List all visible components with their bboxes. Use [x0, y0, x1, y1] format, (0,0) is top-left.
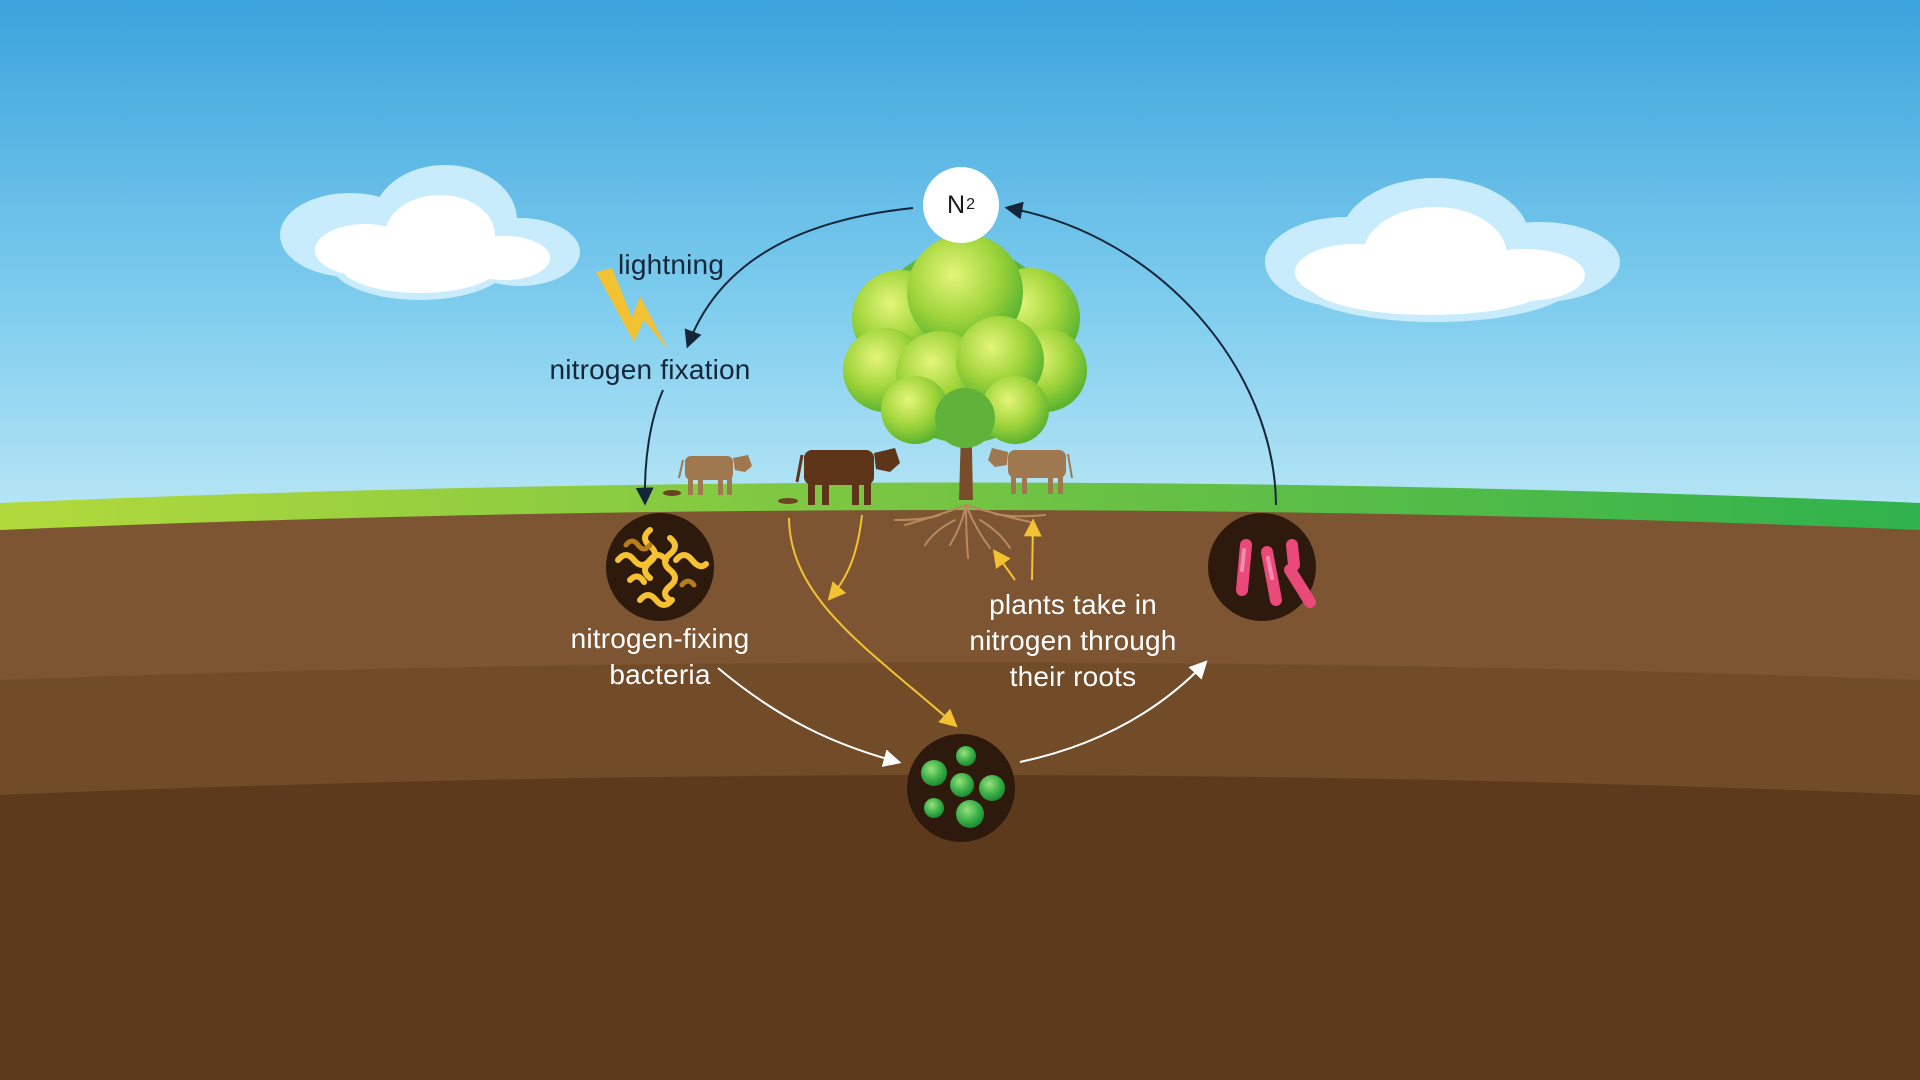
plants-label-line1: plants take in: [989, 589, 1157, 620]
n2-symbol: N: [947, 190, 966, 219]
denitrifying-bacteria-node: [1208, 513, 1316, 621]
nitrogen-fixing-bacteria-label-line2: bacteria: [609, 659, 711, 690]
arrow-nitrogen-to-roots-b: [992, 549, 1016, 581]
cloud-left: [280, 165, 580, 300]
arrow-fixing-bacteria-to-soil-nitrogen: [717, 667, 902, 767]
cow-small-right: [988, 448, 1073, 494]
cloud-right: [1265, 178, 1620, 322]
dung-left: [663, 490, 681, 496]
nitrogen-fixing-bacteria-label-line1: nitrogen-fixing: [570, 623, 750, 654]
arrow-nitrogen-to-roots-a: [1023, 518, 1042, 581]
plants-label-line3: their roots: [1009, 661, 1137, 692]
arrow-fixation-to-soil: [635, 389, 664, 506]
soil-deep-layer: [0, 775, 1920, 1080]
nitrogen-fixation-label: nitrogen fixation: [549, 354, 751, 385]
tree: [843, 234, 1087, 500]
plants-take-in-nitrogen-label: plants take in nitrogen through their ro…: [969, 587, 1176, 695]
n2-subscript: 2: [966, 196, 975, 213]
arrow-cow-waste-to-soil-b: [827, 514, 863, 601]
arrow-cow-waste-to-soil-a: [788, 517, 958, 728]
arrow-n2-to-fixation: [684, 207, 914, 349]
nitrogen-fixing-bacteria-label: nitrogen-fixing bacteria: [571, 621, 750, 693]
cow-large: [795, 448, 900, 505]
tree-roots: [894, 504, 1046, 559]
arrow-soil-nitrogen-to-plants: [1019, 660, 1208, 763]
plants-label-line2: nitrogen through: [969, 625, 1177, 656]
dung-middle: [778, 498, 798, 504]
lightning-label: lightning: [618, 249, 725, 280]
soil-nitrogen-node: [907, 734, 1015, 842]
lightning-bolt-icon: [596, 268, 668, 350]
nitrogen-fixing-bacteria-node: [606, 513, 714, 621]
arrow-bacteria-to-n2: [1004, 201, 1277, 506]
cow-small-left: [678, 455, 752, 495]
